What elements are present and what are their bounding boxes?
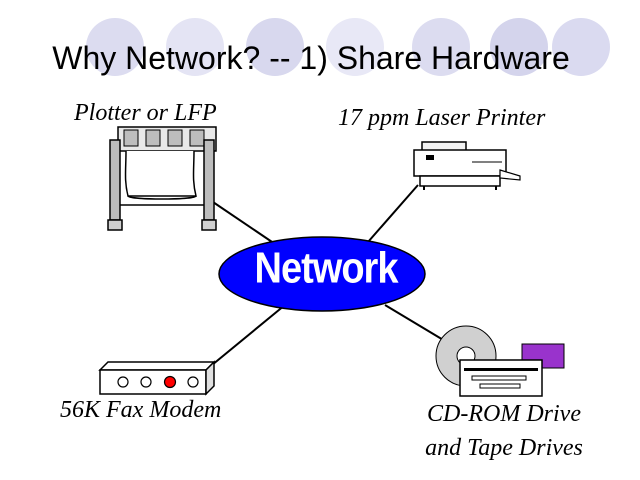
slide-title: Why Network? -- 1) Share Hardware [52, 40, 570, 76]
decorative-circle [246, 18, 304, 76]
connector-modem [211, 304, 286, 366]
decorative-circle [490, 18, 548, 76]
decorative-circle [412, 18, 470, 76]
decorative-circle [326, 18, 384, 76]
decorative-circle [166, 18, 224, 76]
laser-printer-icon [413, 141, 521, 190]
decorative-circle [552, 18, 610, 76]
laser-printer-label: 17 ppm Laser Printer [338, 105, 546, 131]
fax-modem-label: 56K Fax Modem [60, 397, 222, 423]
network-hub-ellipse [218, 236, 426, 312]
connector-printer [367, 184, 419, 243]
cdrom-label-line1: CD-ROM Drive [427, 401, 581, 427]
connector-plotter [209, 199, 279, 247]
cdrom-tape-drive-icon [435, 325, 565, 397]
fax-modem-icon [98, 360, 216, 396]
network-hub-label: Network [254, 244, 399, 294]
cdrom-tape-label: CD-ROM Drive and Tape Drives [400, 397, 608, 465]
decorative-circle [86, 18, 144, 76]
plotter-label: Plotter or LFP [74, 100, 217, 126]
plotter-icon [107, 126, 217, 231]
cdrom-label-line2: and Tape Drives [425, 435, 583, 461]
